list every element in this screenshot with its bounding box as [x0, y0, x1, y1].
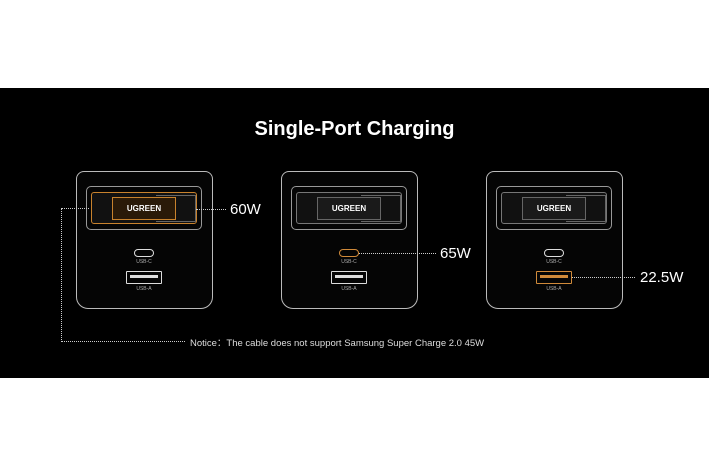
usb-c-port [339, 249, 359, 257]
usb-a-label: USB-A [136, 286, 152, 292]
plug-cable-port: UGREEN [86, 186, 202, 230]
pointer-line [572, 277, 635, 278]
charger-usb-c-port: UGREEN USB-C USB-A [281, 171, 418, 309]
notice-line [61, 341, 185, 342]
usb-c-port [544, 249, 564, 257]
usb-c-label: USB-C [341, 259, 357, 265]
usb-c-label: USB-C [136, 259, 152, 265]
usb-a-port [536, 271, 572, 284]
notice-line [61, 208, 62, 342]
plug-cable-port: UGREEN [291, 186, 407, 230]
brand-label: UGREEN [317, 197, 381, 220]
power-label: 60W [230, 201, 261, 218]
usb-c-label: USB-C [546, 259, 562, 265]
brand-label: UGREEN [522, 197, 586, 220]
usb-a-label: USB-A [341, 286, 357, 292]
brand-label: UGREEN [112, 197, 176, 220]
power-label: 22.5W [640, 269, 684, 286]
page-title: Single-Port Charging [254, 118, 455, 140]
power-label: 65W [440, 245, 471, 262]
usb-a-port [331, 271, 367, 284]
pointer-line [359, 253, 436, 254]
usb-a-port [126, 271, 162, 284]
usb-a-label: USB-A [546, 286, 562, 292]
notice-text: Notice：The cable does not support Samsun… [190, 338, 485, 349]
usb-c-port [134, 249, 154, 257]
plug-cable-port: UGREEN [496, 186, 612, 230]
charger-plug-port: UGREEN USB-C USB-A [76, 171, 213, 309]
notice-line [61, 208, 89, 209]
charger-usb-a-port: UGREEN USB-C USB-A [486, 171, 623, 309]
pointer-line [196, 209, 226, 210]
